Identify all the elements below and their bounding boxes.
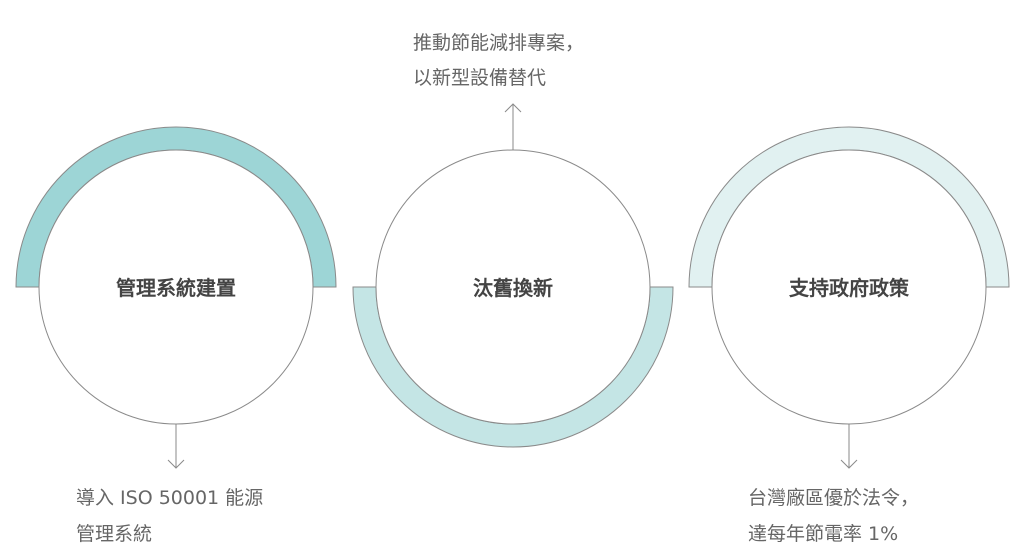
step-title: 支持政府政策	[789, 276, 910, 300]
step-note-line: 管理系統	[76, 523, 152, 545]
arrow-down-icon	[167, 424, 185, 469]
step-3: 支持政府政策 台灣廠區優於法令， 達每年節電率 1%	[688, 126, 1010, 545]
arrow-up-icon	[504, 103, 522, 150]
step-title: 汰舊換新	[473, 276, 553, 300]
step-note-line: 導入 ISO 50001 能源	[76, 487, 263, 509]
step-2: 汰舊換新 推動節能減排專案， 以新型設備替代	[352, 32, 674, 448]
step-note-line: 達每年節電率 1%	[748, 523, 898, 545]
step-1: 管理系統建置 導入 ISO 50001 能源 管理系統	[15, 126, 337, 545]
step-note-line: 台灣廠區優於法令，	[748, 486, 919, 509]
step-note-line: 推動節能減排專案，	[413, 32, 584, 54]
step-note-line: 以新型設備替代	[413, 67, 546, 89]
arrow-down-icon	[840, 424, 858, 469]
step-title: 管理系統建置	[116, 276, 236, 300]
